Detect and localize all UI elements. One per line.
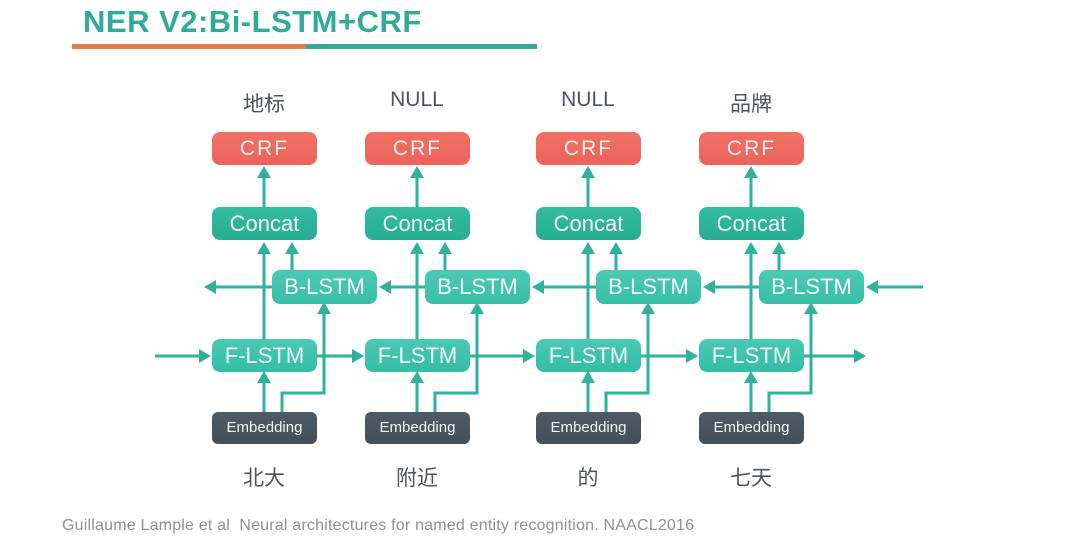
arrowhead-blstm-to-concat-col2	[438, 242, 452, 254]
embedding-box-col2: Embedding	[365, 412, 470, 444]
arrowhead-embedding-to-blstm-col4	[804, 302, 818, 314]
concat-box-col4: Concat	[699, 207, 804, 240]
arrowhead-blstm-to-concat-col4	[772, 242, 786, 254]
arrowhead-embedding-to-flstm-col4	[744, 371, 758, 383]
arrowhead-embedding-to-blstm-col2	[470, 302, 484, 314]
arrowhead-embedding-to-flstm-col3	[581, 371, 595, 383]
word-label-col2: 附近	[396, 467, 438, 490]
citation-text: Guillaume Lample et al Neural architectu…	[62, 517, 695, 534]
concat-box-col2: Concat	[365, 207, 470, 240]
arrowhead-forward-seg2	[523, 349, 535, 363]
arrowhead-backward-seg0	[204, 280, 216, 294]
arrowhead-concat-to-crf-col4	[744, 166, 758, 178]
arrowhead-concat-to-crf-col2	[410, 166, 424, 178]
flstm-box-col2: F-LSTM	[365, 339, 470, 372]
arrowhead-blstm-to-concat-col1	[285, 242, 299, 254]
blstm-box-col2: B-LSTM	[425, 270, 530, 304]
concat-box-col3: Concat	[536, 207, 641, 240]
arrowhead-flstm-to-concat-col4	[744, 242, 758, 254]
embedding-box-col3: Embedding	[536, 412, 641, 444]
arrowhead-backward-seg3	[703, 280, 715, 294]
arrow-embedding-to-blstm-col2	[433, 313, 479, 413]
arrowhead-backward-seg4	[866, 280, 878, 294]
flstm-box-col3: F-LSTM	[536, 339, 641, 372]
title-underline-teal	[306, 44, 537, 49]
arrowhead-forward-seg1	[352, 349, 364, 363]
crf-box-col4: CRF	[699, 132, 804, 165]
crf-box-col3: CRF	[536, 132, 641, 165]
arrowhead-flstm-to-concat-col2	[410, 242, 424, 254]
flstm-box-col1: F-LSTM	[212, 339, 317, 372]
embedding-box-col4: Embedding	[699, 412, 804, 444]
arrowhead-concat-to-crf-col1	[257, 166, 271, 178]
embedding-box-col1: Embedding	[212, 412, 317, 444]
arrowhead-embedding-to-blstm-col3	[641, 302, 655, 314]
concat-box-col1: Concat	[212, 207, 317, 240]
arrowhead-embedding-to-flstm-col1	[257, 371, 271, 383]
arrowhead-embedding-to-flstm-col2	[410, 371, 424, 383]
arrowhead-backward-seg1	[379, 280, 391, 294]
flstm-box-col4: F-LSTM	[699, 339, 804, 372]
blstm-box-col1: B-LSTM	[272, 270, 377, 304]
blstm-box-col4: B-LSTM	[759, 270, 864, 304]
arrowhead-flstm-to-concat-col1	[257, 242, 271, 254]
arrowhead-forward-seg0	[199, 349, 211, 363]
arrowhead-backward-seg2	[532, 280, 544, 294]
tag-label-col3: NULL	[561, 88, 615, 111]
arrow-embedding-to-blstm-col4	[767, 313, 813, 413]
word-label-col1: 北大	[243, 467, 285, 490]
word-label-col3: 的	[577, 467, 599, 490]
crf-box-col2: CRF	[365, 132, 470, 165]
word-label-col4: 七天	[730, 467, 772, 490]
title-underline-orange	[72, 44, 306, 49]
page-title: NER V2:Bi-LSTM+CRF	[83, 4, 422, 39]
tag-label-col2: NULL	[390, 88, 444, 111]
arrowhead-blstm-to-concat-col3	[609, 242, 623, 254]
arrow-embedding-to-blstm-col1	[280, 313, 326, 413]
tag-label-col1: 地标	[243, 93, 285, 116]
arrowhead-concat-to-crf-col3	[581, 166, 595, 178]
blstm-box-col3: B-LSTM	[596, 270, 701, 304]
arrowhead-forward-seg4	[854, 349, 866, 363]
arrowhead-flstm-to-concat-col3	[581, 242, 595, 254]
arrowhead-embedding-to-blstm-col1	[317, 302, 331, 314]
arrowhead-forward-seg3	[686, 349, 698, 363]
crf-box-col1: CRF	[212, 132, 317, 165]
tag-label-col4: 品牌	[730, 93, 772, 116]
arrow-embedding-to-blstm-col3	[604, 313, 650, 413]
